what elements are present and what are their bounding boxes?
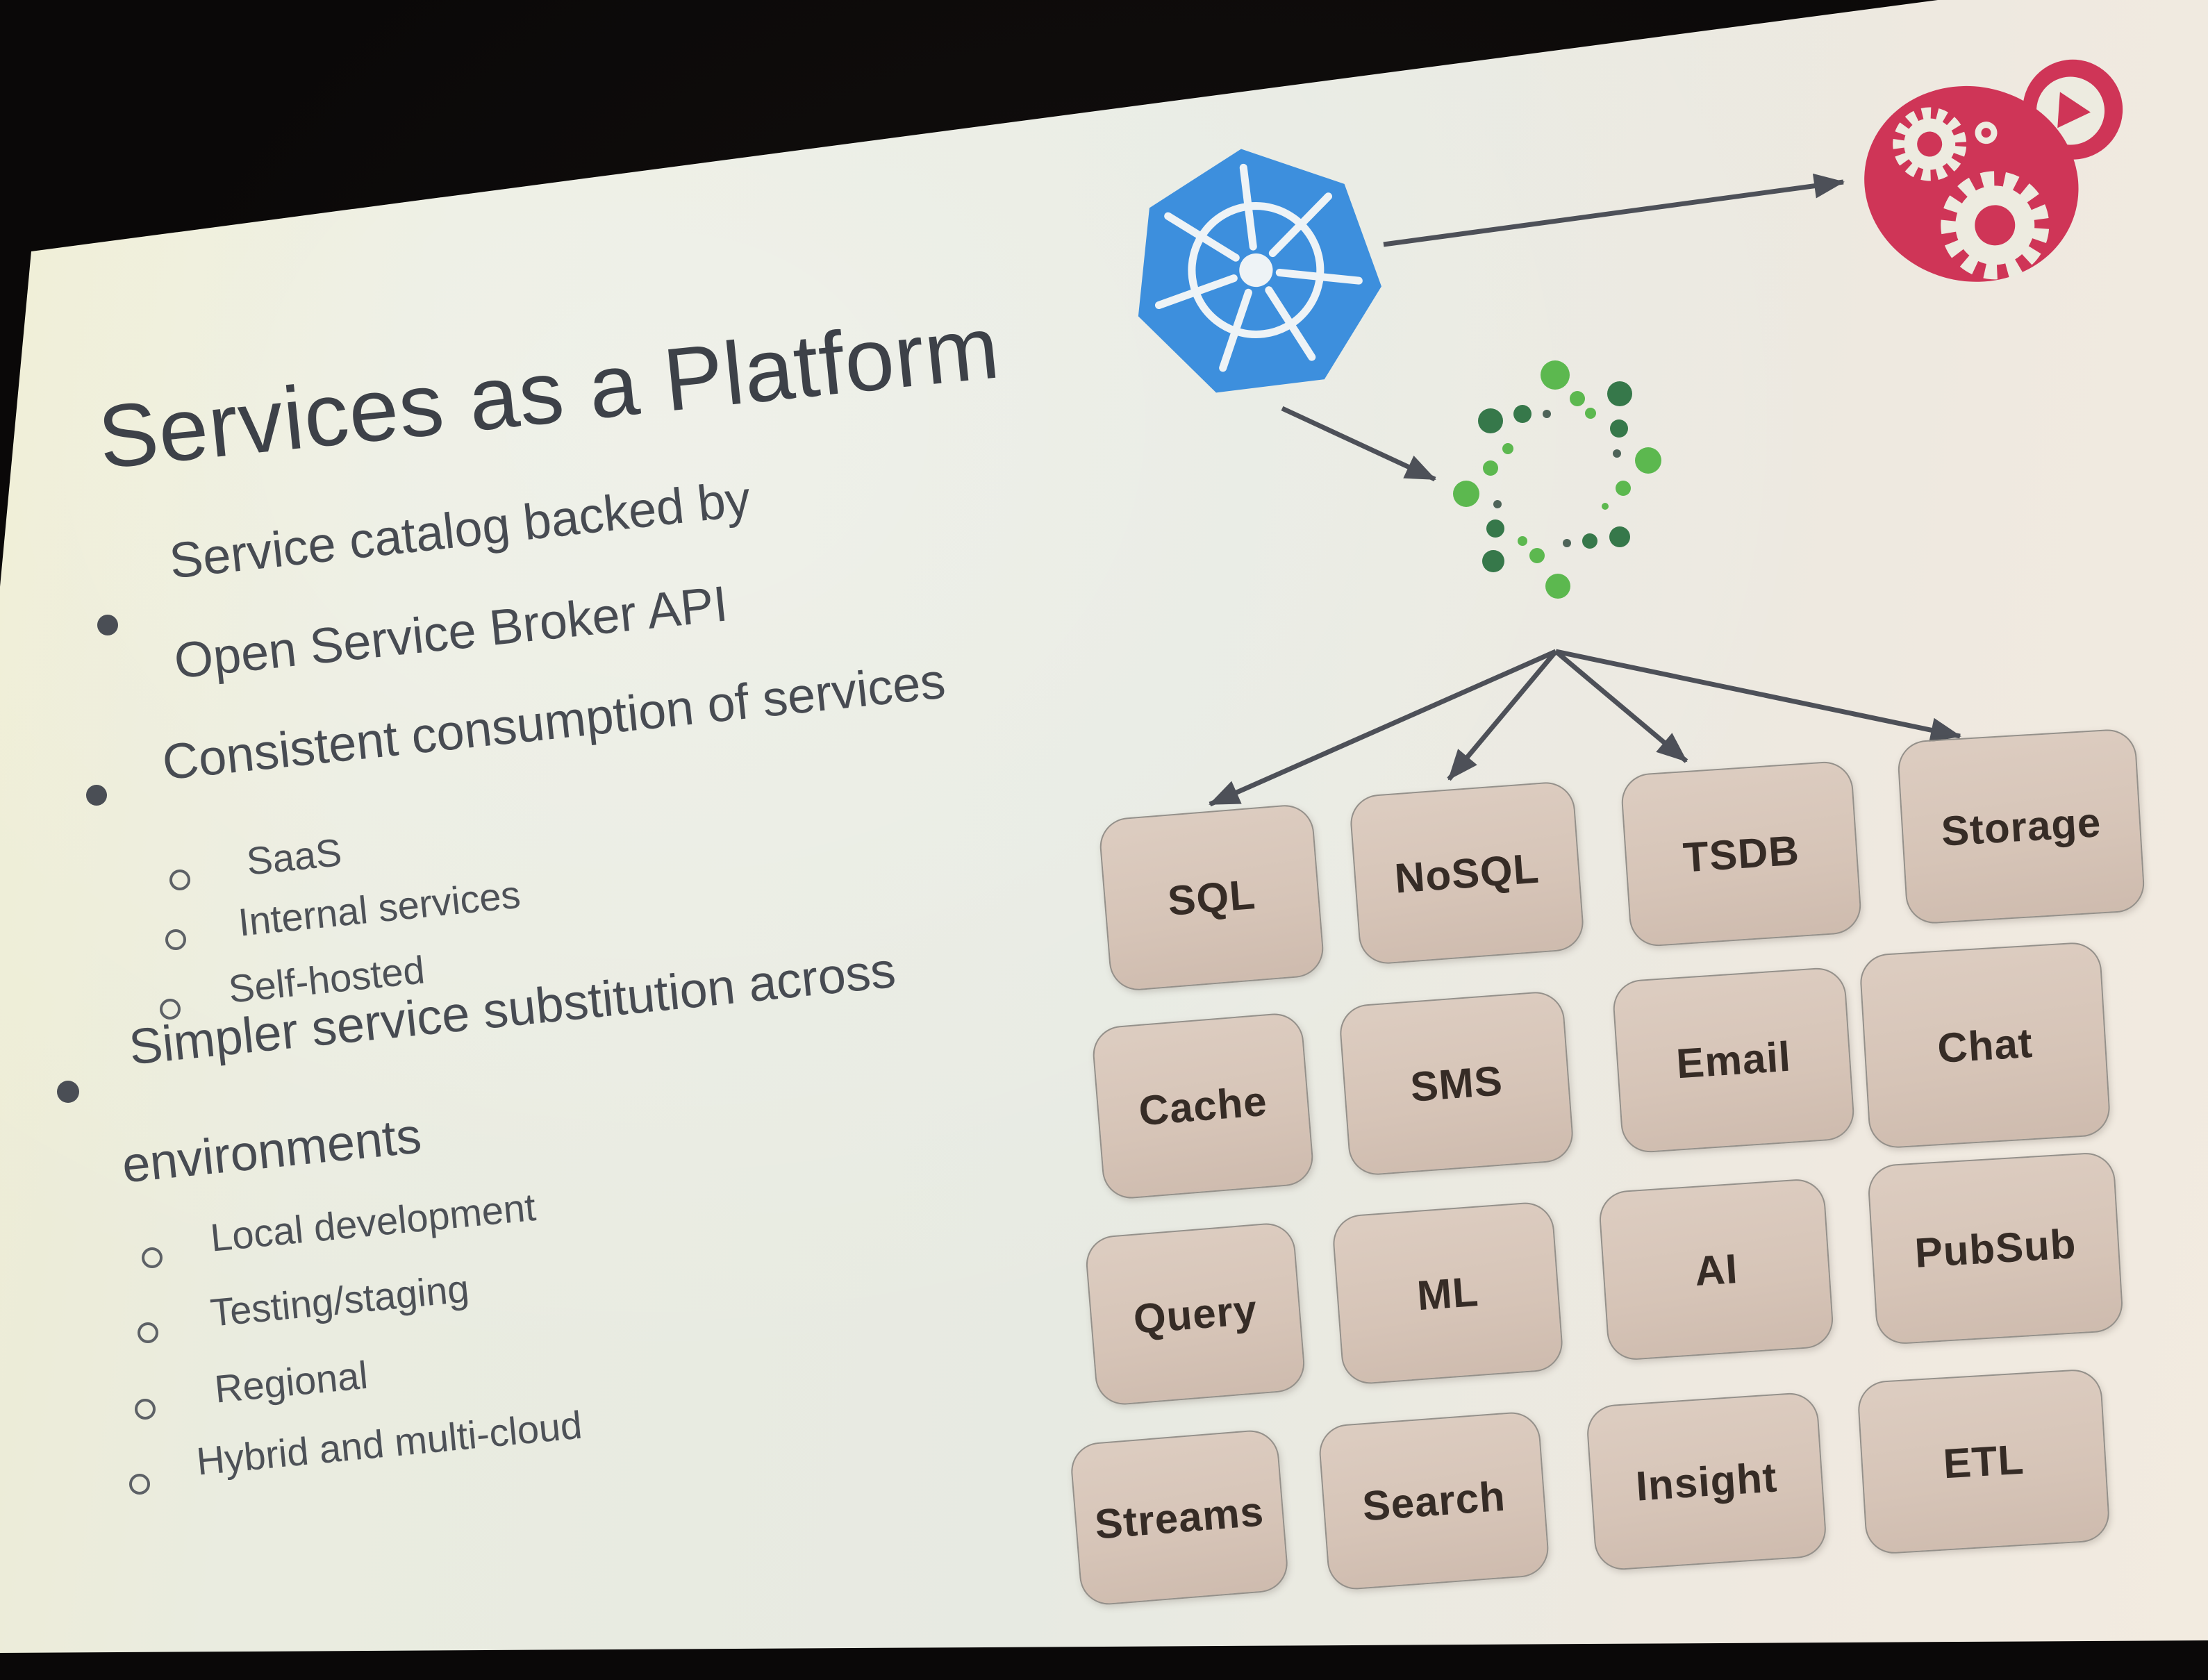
service-box-label: Cache	[1137, 1077, 1269, 1135]
service-box-label: Chat	[1936, 1019, 2034, 1072]
bullet-1-line-2: Open Service Broker API	[172, 576, 731, 690]
service-box-query: Query	[1084, 1221, 1307, 1407]
bullet-3-line-2: environments	[119, 1108, 424, 1194]
service-box-label: NoSQL	[1393, 844, 1541, 902]
service-box-label: Storage	[1940, 798, 2102, 855]
service-box-nosql: NoSQL	[1348, 780, 1586, 966]
service-box-ai: AI	[1597, 1177, 1835, 1362]
service-box-cache: Cache	[1090, 1011, 1315, 1201]
service-box-sms: SMS	[1338, 990, 1575, 1177]
service-box-ml: ML	[1331, 1200, 1565, 1386]
service-box-search: Search	[1317, 1410, 1551, 1592]
sub-bullet-hybrid-multi-cloud: Hybrid and multi-cloud	[194, 1402, 584, 1483]
service-box-label: PubSub	[1913, 1220, 2078, 1276]
bullet-icon	[97, 615, 118, 635]
bullet-1-line-1: Service catalog backed by	[167, 471, 754, 590]
sub-bullet-internal-services: Internal services	[236, 872, 523, 945]
service-box-sql: SQL	[1097, 803, 1326, 992]
red-gears-play-logo-icon	[1864, 59, 2123, 282]
service-box-label: Query	[1131, 1286, 1259, 1342]
service-box-label: Insight	[1634, 1453, 1779, 1510]
kubernetes-logo-icon	[1138, 149, 1381, 393]
sub-bullet-icon	[160, 999, 181, 1020]
service-box-label: Email	[1675, 1033, 1793, 1088]
service-box-insight: Insight	[1585, 1391, 1828, 1572]
service-box-pubsub: PubSub	[1866, 1151, 2125, 1346]
open-service-broker-api-dots-logo-icon	[1453, 360, 1661, 599]
service-box-tsdb: TSDB	[1620, 760, 1863, 948]
bullet-3-line-1: Simpler service substitution across	[126, 942, 898, 1076]
service-box-label: SQL	[1165, 871, 1258, 924]
sub-bullet-local-development: Local development	[208, 1184, 538, 1260]
sub-bullet-icon	[169, 870, 190, 890]
bullet-icon	[57, 1081, 79, 1103]
sub-bullet-icon	[129, 1474, 150, 1495]
service-box-streams: Streams	[1069, 1428, 1290, 1607]
service-box-label: ML	[1415, 1267, 1481, 1319]
service-box-storage: Storage	[1896, 728, 2146, 925]
sub-bullet-icon	[165, 929, 186, 950]
slide-title: Services as a Platform	[94, 297, 1004, 488]
sub-bullet-testing-staging: Testing/staging	[208, 1266, 471, 1335]
sub-bullet-icon	[135, 1399, 156, 1420]
sub-bullet-icon	[138, 1322, 158, 1343]
service-box-label: Search	[1361, 1472, 1507, 1529]
service-box-chat: Chat	[1859, 940, 2111, 1150]
service-box-label: ETL	[1941, 1436, 2026, 1488]
sub-bullet-icon	[142, 1247, 163, 1268]
service-box-email: Email	[1611, 966, 1856, 1154]
service-box-label: SMS	[1409, 1056, 1504, 1111]
service-box-label: Streams	[1093, 1487, 1266, 1548]
sub-bullet-saas: SaaS	[244, 830, 344, 883]
service-box-label: TSDB	[1682, 826, 1801, 881]
service-box-label: AI	[1693, 1245, 1740, 1295]
service-box-etl: ETL	[1856, 1367, 2111, 1556]
bullet-icon	[86, 785, 107, 806]
sub-bullet-regional: Regional	[213, 1352, 370, 1411]
